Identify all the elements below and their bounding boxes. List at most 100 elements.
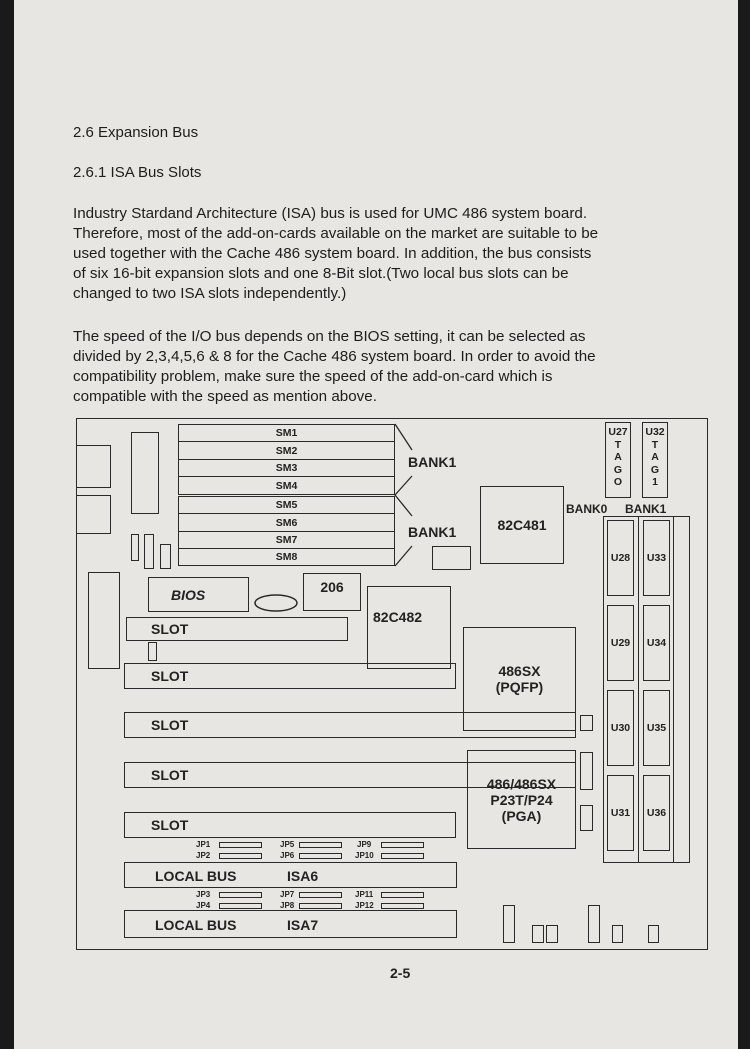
isa6-label: ISA6 <box>287 868 319 884</box>
isa-slot-5: SLOT <box>124 812 456 838</box>
jumper-label: JP11 <box>355 890 374 899</box>
component <box>580 752 593 790</box>
local-bus-label: LOCAL BUS <box>155 868 237 884</box>
crystal-oscillator <box>254 594 298 612</box>
connector <box>76 445 111 488</box>
cpu-pga-model: P23T/P24 <box>490 791 553 808</box>
jumper <box>381 853 424 859</box>
cache-panel <box>603 516 690 863</box>
component <box>160 544 171 569</box>
document-page <box>14 0 738 1049</box>
page-number: 2-5 <box>390 965 411 981</box>
jumper <box>299 842 342 848</box>
cpu-pqfp-label: 486SX <box>498 663 541 679</box>
cache-chip-u34: U34 <box>643 605 670 681</box>
bank1-lower-label: BANK1 <box>408 524 457 540</box>
isa-slot-2: SLOT <box>124 663 456 689</box>
jumper <box>219 892 262 898</box>
component <box>588 905 600 943</box>
cpu-pqfp-package: (PQFP) <box>495 679 544 695</box>
chip-82c482: 82C482 <box>367 586 451 669</box>
chip-206: 206 <box>303 573 361 611</box>
chip-label: U32 <box>645 426 665 438</box>
text-line: The speed of the I/O bus depends on the … <box>73 328 586 345</box>
jumper <box>381 903 424 909</box>
component <box>144 534 154 569</box>
simm-slot-4: SM4 <box>178 476 395 495</box>
subsection-title: 2.6.1 ISA Bus Slots <box>73 164 202 181</box>
local-bus-slot-isa7: LOCAL BUS ISA7 <box>124 910 457 938</box>
jumper-label: JP9 <box>357 840 372 849</box>
jumper-label: JP3 <box>196 890 211 899</box>
cache-chip-u36: U36 <box>643 775 670 851</box>
cpu-pga-socket: 486/486SX P23T/P24 (PGA) <box>467 750 576 849</box>
chip-82c481: 82C481 <box>480 486 564 564</box>
text-line: divided by 2,3,4,5,6 & 8 for the Cache 4… <box>73 348 596 365</box>
jumper <box>219 842 262 848</box>
cpu-pga-package: (PGA) <box>501 807 542 824</box>
jumper-label: JP12 <box>355 901 374 910</box>
jumper <box>381 892 424 898</box>
jumper <box>219 853 262 859</box>
component <box>580 715 593 731</box>
jumper <box>381 842 424 848</box>
cache-chip-u33: U33 <box>643 520 670 596</box>
jumper-label: JP5 <box>280 840 295 849</box>
jumper <box>299 892 342 898</box>
isa-slot-1: SLOT <box>126 617 348 641</box>
jumper-label: JP4 <box>196 901 211 910</box>
component <box>532 925 544 943</box>
chip-label: T <box>651 438 659 451</box>
text-line: compatible with the speed as mention abo… <box>73 388 377 405</box>
text-line: Therefore, most of the add-on-cards avai… <box>73 225 599 242</box>
chip-label: A <box>651 451 659 463</box>
component <box>648 925 659 943</box>
text-line: changed to two ISA slots independently.) <box>73 285 347 302</box>
board-outline <box>76 418 708 950</box>
jumper-label: JP7 <box>280 890 295 899</box>
connector <box>76 495 111 534</box>
chip-label: T <box>614 438 622 451</box>
cache-bank0-label: BANK0 <box>566 502 608 516</box>
component <box>131 432 159 514</box>
jumper-label: JP6 <box>280 851 295 860</box>
jumper-label: JP2 <box>196 851 211 860</box>
cpu-pqfp: 486SX (PQFP) <box>463 627 576 731</box>
chip-label: G <box>650 463 660 476</box>
cache-chip-u30: U30 <box>607 690 634 766</box>
text-line: compatibility problem, make sure the spe… <box>73 368 553 385</box>
jumper <box>299 853 342 859</box>
jumper-label: JP1 <box>196 840 211 849</box>
cache-chip-u35: U35 <box>643 690 670 766</box>
text-line: Industry Stardand Architecture (ISA) bus… <box>73 205 588 222</box>
cache-chip-u28: U28 <box>607 520 634 596</box>
chip-label: O <box>613 476 623 488</box>
jumper <box>219 903 262 909</box>
component <box>580 805 593 831</box>
section-title: 2.6 Expansion Bus <box>73 124 199 141</box>
cache-chip-u31: U31 <box>607 775 634 851</box>
text-line: of six 16-bit expansion slots and one 8-… <box>73 265 569 282</box>
simm-slot-8: SM8 <box>178 548 395 566</box>
cpu-pga-label: 486/486SX <box>486 775 557 792</box>
chip-label: A <box>614 451 622 463</box>
text-line: used together with the Cache 486 system … <box>73 245 592 262</box>
component <box>503 905 515 943</box>
local-bus-label: LOCAL BUS <box>155 917 237 933</box>
jumper-label: JP8 <box>280 901 295 910</box>
component <box>612 925 623 943</box>
jumper-label: JP10 <box>355 851 374 860</box>
component <box>432 546 471 570</box>
component <box>546 925 558 943</box>
chip-label: 1 <box>652 476 658 488</box>
isa7-label: ISA7 <box>287 917 319 933</box>
component <box>131 534 139 561</box>
bank1-upper-label: BANK1 <box>408 454 457 470</box>
component <box>88 572 120 669</box>
cache-bank1-label: BANK1 <box>625 502 667 516</box>
chip-label: G <box>613 463 623 476</box>
cache-chip-u29: U29 <box>607 605 634 681</box>
